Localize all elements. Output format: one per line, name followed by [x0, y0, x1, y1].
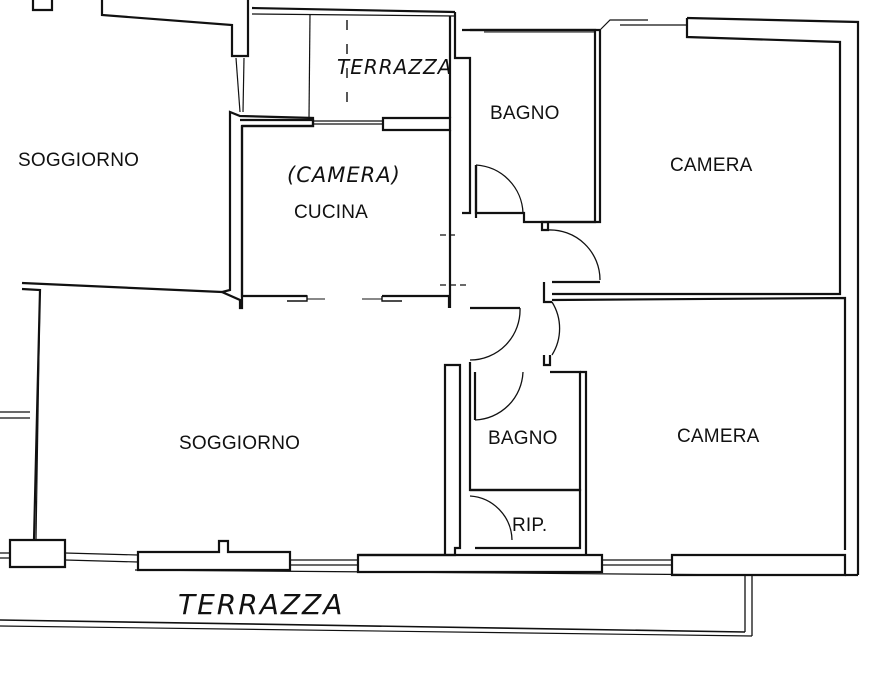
room-label-soggiorno-main: SOGGIORNO [179, 433, 301, 454]
room-label-camera-bottom: CAMERA [677, 426, 760, 447]
room-note-camera: (CAMERA) [287, 163, 401, 187]
room-label-soggiorno-left: SOGGIORNO [18, 150, 140, 171]
wall-fragment [31, 0, 54, 12]
room-label-terrazza-bottom: TERRAZZA [178, 588, 345, 621]
room-label-rip: RIP. [512, 515, 548, 536]
room-label-camera-top: CAMERA [670, 155, 753, 176]
room-label-cucina: CUCINA [294, 202, 369, 223]
room-label-bagno-bottom: BAGNO [488, 428, 558, 449]
room-label-terrazza-top: TERRAZZA [337, 55, 453, 79]
room-label-bagno-top: BAGNO [490, 103, 560, 124]
